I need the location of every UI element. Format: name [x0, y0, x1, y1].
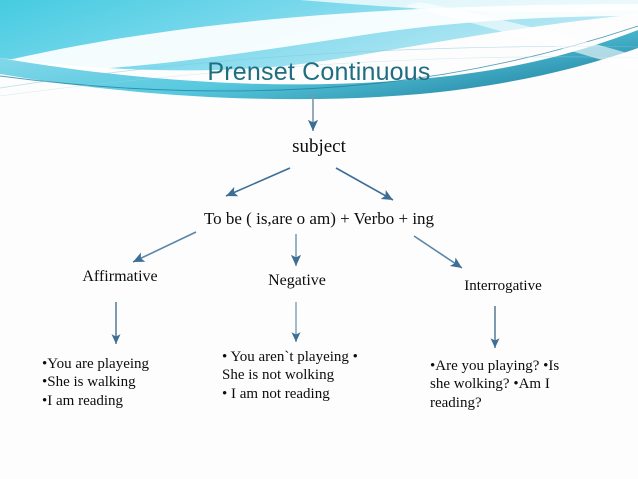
wave-shape-topright	[300, 0, 638, 13]
node-formula: To be ( is,are o am) + Verbo + ing	[203, 209, 435, 228]
example-line: • I am not reading	[222, 385, 330, 402]
example-line: she wolking? •Am I	[430, 376, 550, 393]
examples-interrogative: •Are you playing? •Is she wolking? •Am I…	[430, 357, 590, 412]
node-interrogative: Interrogative	[464, 278, 542, 294]
example-line: She is not wolking	[222, 367, 335, 384]
arrow-tobe-to-interrogative	[413, 235, 463, 269]
examples-negative: • You aren`t playeing • She is not wolki…	[222, 348, 397, 403]
example-line: •She is walking	[42, 374, 136, 391]
node-affirmative: Affirmative	[82, 268, 158, 285]
example-line: •You are playeing	[42, 356, 150, 372]
example-line: •I am reading	[42, 392, 124, 409]
arrow-tobe-to-affirmative	[132, 231, 197, 263]
page-title: Prenset Continuous	[207, 58, 431, 86]
node-negative: Negative	[268, 272, 326, 289]
example-line: • You aren`t playeing •	[222, 349, 358, 365]
arrow-subject-to-tobe-right	[335, 167, 394, 201]
arrow-subject-to-tobe-left	[225, 167, 291, 197]
node-subject: subject	[292, 136, 346, 157]
examples-affirmative: •You are playeing •She is walking •I am …	[42, 355, 222, 410]
example-line: reading?	[430, 394, 482, 411]
decorative-wave-banner	[0, 0, 638, 100]
example-line: •Are you playing? •Is	[430, 358, 560, 374]
